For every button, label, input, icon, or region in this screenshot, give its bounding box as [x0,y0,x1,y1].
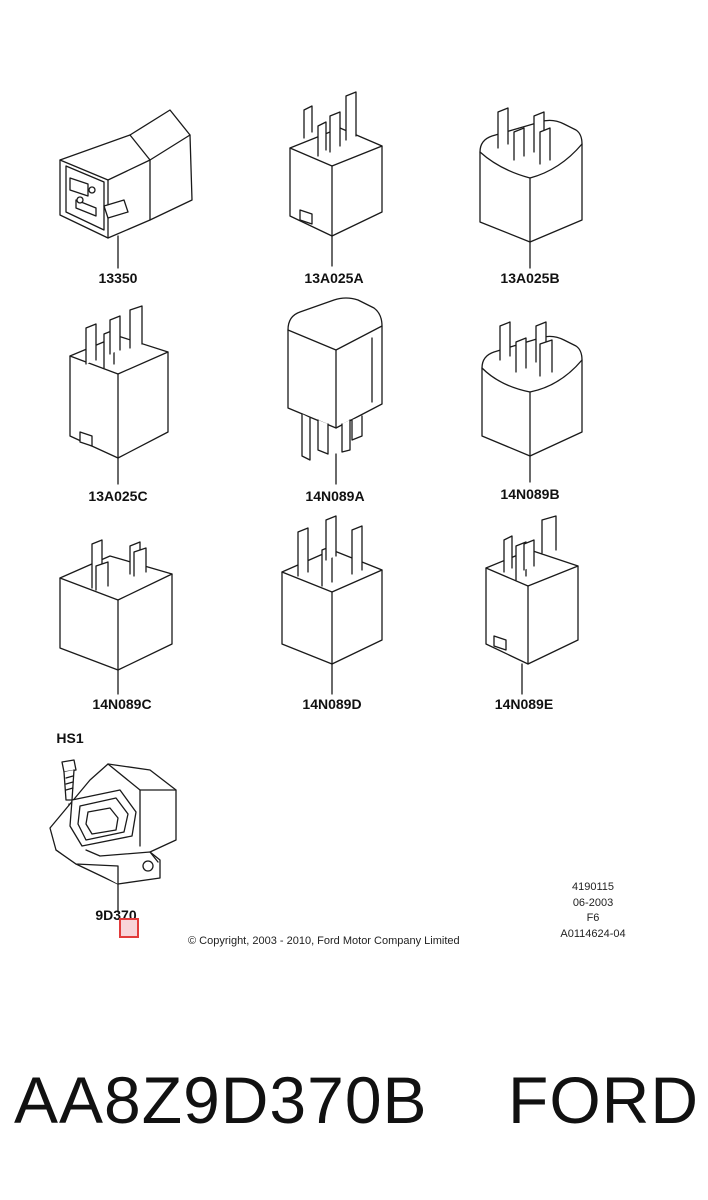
brand-caption: FORD [508,1063,699,1137]
part-label-14N089B: 14N089B [500,486,560,502]
part-label-13A025A: 13A025A [304,270,364,286]
relay-13A025C-icon [69,305,169,485]
part-label-14N089D: 14N089D [302,696,362,712]
copyright-notice: © Copyright, 2003 - 2010, Ford Motor Com… [188,935,460,947]
relay-14N089E-icon [485,515,579,695]
relay-14N089A-icon [287,297,383,485]
part-label-HS1: HS1 [56,730,84,746]
relay-13A025A-icon [289,91,383,267]
part-label-14N089E: 14N089E [494,696,554,712]
part-label-13350: 13350 [98,270,138,286]
reference-line-1: 4190115 [571,881,614,893]
reference-line-2: 06-2003 [572,896,614,909]
part-label-13A025B: 13A025B [500,270,560,286]
part-label-13A025C: 13A025C [88,488,148,504]
part-label-14N089A: 14N089A [305,488,365,504]
relay-14N089D-icon [281,515,383,695]
parts-diagram [49,91,583,913]
reference-line-3: F6 [586,912,600,924]
relay-13A025B-icon [479,107,583,269]
relay-13350-icon [59,109,193,269]
selection-highlight[interactable] [119,918,139,938]
part-label-14N089C: 14N089C [92,696,152,712]
relay-14N089C-icon [59,539,173,695]
part-number-caption: AA8Z9D370B [14,1063,428,1137]
relay-14N089B-icon [481,321,583,483]
diagram-reference-block: 4190115 06-2003 F6 A0114624-04 [548,880,638,942]
module-9D370-icon [49,763,177,913]
reference-line-4: A0114624-04 [560,927,626,940]
caption-bar: AA8Z9D370B FORD [0,1062,708,1152]
